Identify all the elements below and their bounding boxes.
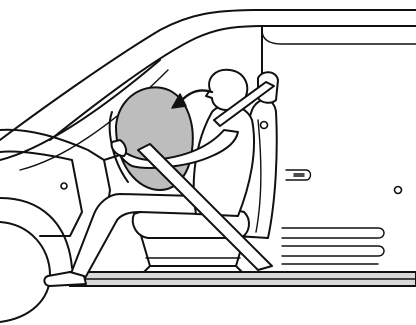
door-handle-icon	[286, 170, 311, 180]
airbag-deploy-arrow-icon	[172, 90, 212, 108]
front-wheel-arch	[0, 198, 72, 268]
door-frame-top	[262, 30, 416, 44]
door-pocket	[282, 228, 384, 264]
dash-vent-knob	[61, 183, 67, 189]
door-lock-knob	[395, 187, 402, 194]
